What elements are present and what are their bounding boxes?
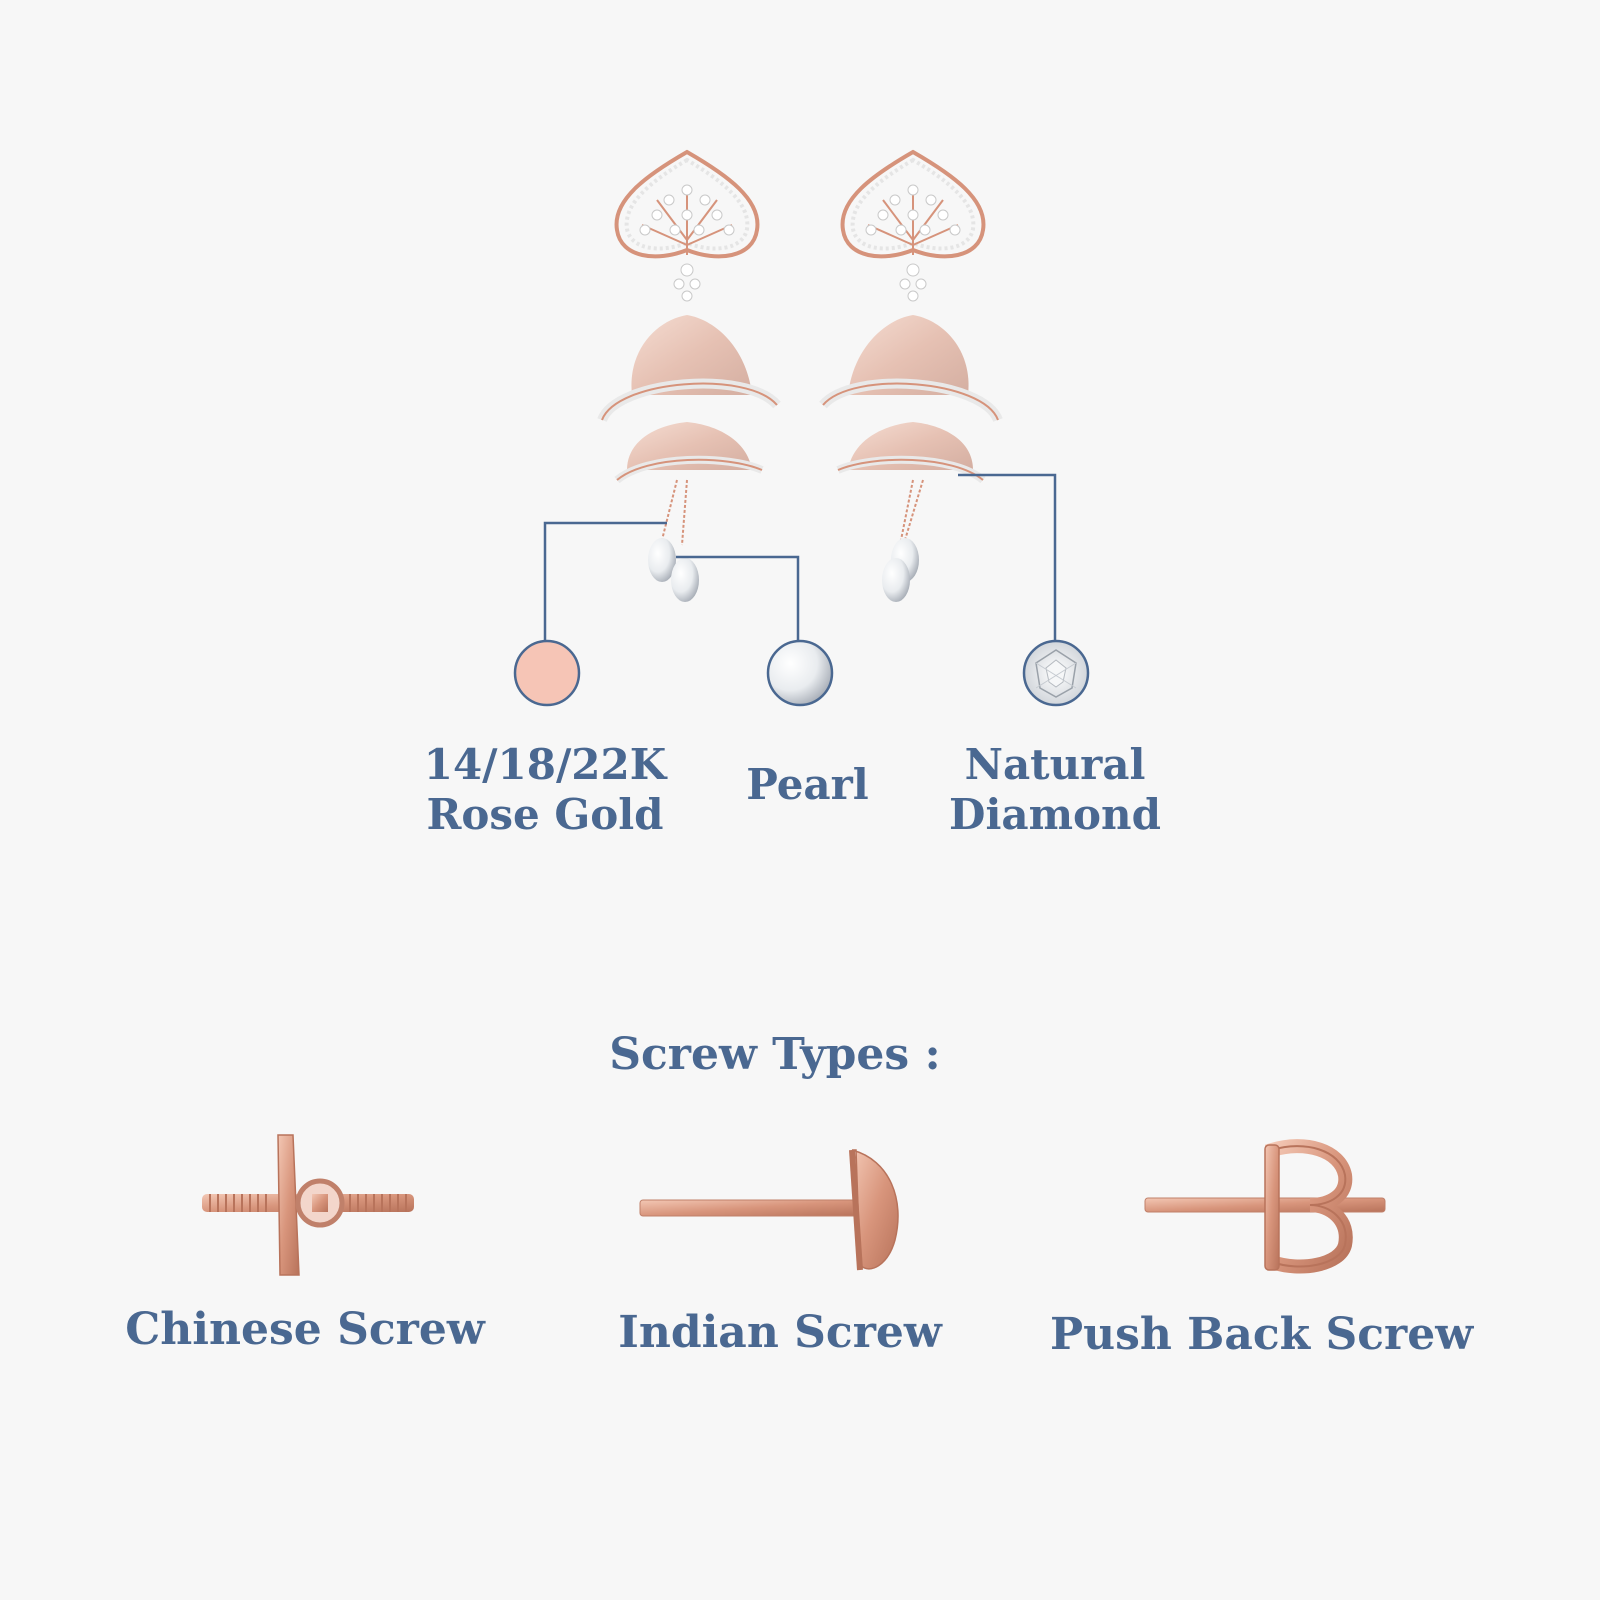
diamond-swatch [1022, 639, 1090, 707]
pearl-callout-line [676, 555, 800, 642]
pearl-label-text: Pearl [746, 760, 869, 809]
chinese-screw-label: Chinese Screw [125, 1304, 485, 1355]
left-earring-image [597, 149, 781, 602]
rose-gold-label-line2: Rose Gold [426, 790, 664, 839]
pearl-label: Pearl [700, 760, 915, 810]
push-back-screw-label: Push Back Screw [1050, 1309, 1474, 1360]
indian-screw-icon [639, 1149, 899, 1271]
right-earring-image [819, 149, 1003, 602]
callout-lines [543, 473, 1057, 642]
indian-screw-label: Indian Screw [618, 1307, 942, 1358]
diamond-callout-line [958, 473, 1057, 642]
push-back-screw-icon [1144, 1139, 1386, 1274]
diamond-label-line2: Diamond [949, 790, 1161, 839]
rose-gold-label: 14/18/22K Rose Gold [400, 740, 690, 840]
rose-gold-label-line1: 14/18/22K [423, 740, 667, 789]
diamond-label-line1: Natural [964, 740, 1146, 789]
pearl-swatch [766, 639, 834, 707]
screw-types-heading: Screw Types : [609, 1029, 941, 1080]
rose-gold-swatch [513, 639, 581, 707]
diamond-label: Natural Diamond [920, 740, 1190, 840]
chinese-screw-icon [202, 1134, 414, 1276]
gold-callout-line [543, 521, 667, 642]
